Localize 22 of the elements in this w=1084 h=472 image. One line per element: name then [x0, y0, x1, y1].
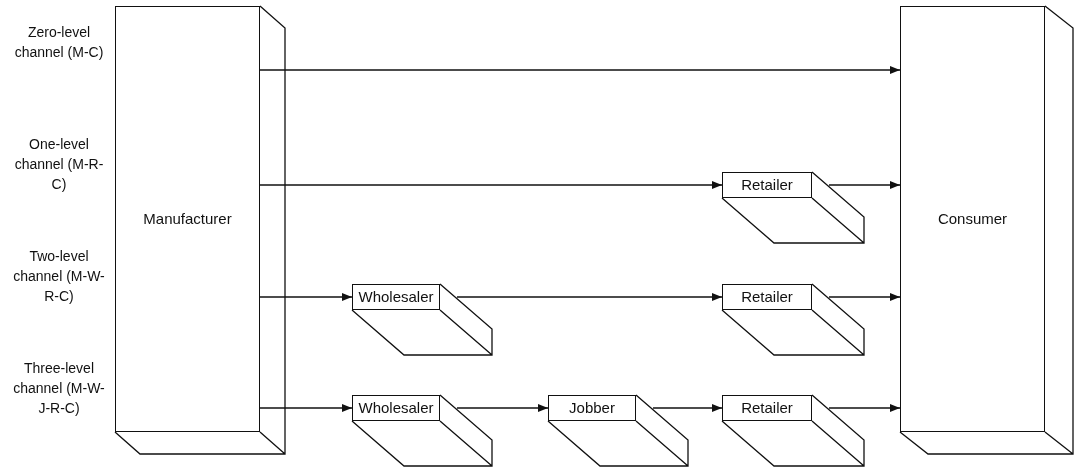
arrow	[259, 404, 353, 412]
arrow	[259, 66, 901, 74]
small-box: Retailer	[722, 395, 812, 421]
arrow	[456, 293, 723, 301]
channel-label: One-level channel (M-R-C)	[13, 135, 105, 194]
small-box: Wholesaler	[352, 395, 440, 421]
small-box: Jobber	[548, 395, 636, 421]
arrow	[259, 293, 353, 301]
arrow	[828, 293, 901, 301]
channel-label: Two-level channel (M-W-R-C)	[12, 247, 106, 306]
tall-box: Consumer	[900, 6, 1045, 432]
arrow	[652, 404, 723, 412]
arrow	[259, 181, 723, 189]
small-box: Wholesaler	[352, 284, 440, 310]
channel-label: Three-level channel (M-W-J-R-C)	[12, 359, 106, 418]
arrow	[828, 181, 901, 189]
tall-box: Manufacturer	[115, 6, 260, 432]
arrow	[456, 404, 549, 412]
channel-label: Zero-level channel (M-C)	[13, 23, 105, 62]
small-box: Retailer	[722, 172, 812, 198]
small-box: Retailer	[722, 284, 812, 310]
arrow	[828, 404, 901, 412]
